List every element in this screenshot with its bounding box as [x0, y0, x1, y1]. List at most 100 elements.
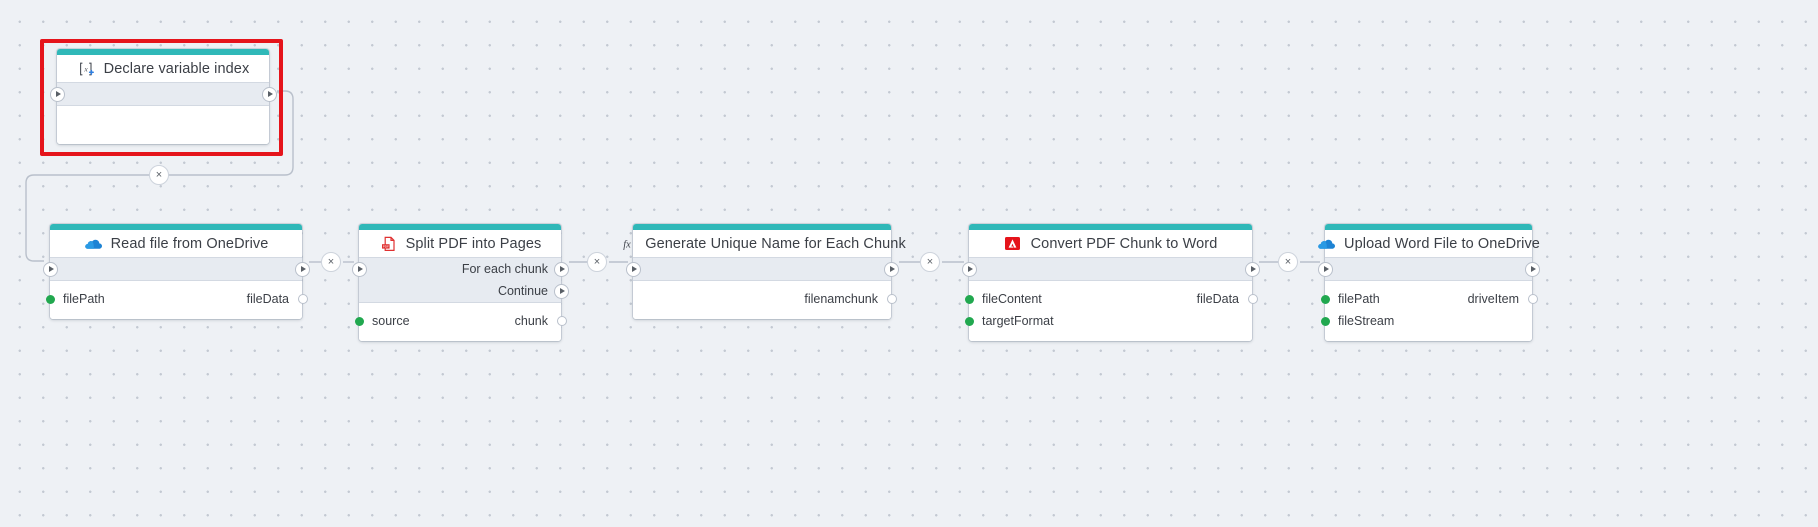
control-row-continue: Continue: [359, 280, 569, 302]
output-port-driveItem[interactable]: [1527, 294, 1538, 304]
flow-in-port[interactable]: [42, 261, 58, 277]
flow-out-port[interactable]: [1244, 261, 1260, 277]
node-header[interactable]: Convert PDF Chunk to Word: [969, 230, 1252, 257]
flow-in-port[interactable]: [625, 261, 641, 277]
svg-text:x: x: [83, 64, 88, 73]
control-row-flow: [49, 83, 277, 105]
node-accent-bar: [1325, 224, 1532, 230]
input-port-fileStream[interactable]: [1320, 316, 1330, 326]
control-band: [625, 257, 899, 281]
node-upload-word-file-to-onedrive[interactable]: Upload Word File to OneDrive filePath dr…: [1317, 224, 1540, 341]
onedrive-cloud-icon: [1317, 235, 1336, 253]
input-port-filePath[interactable]: [45, 294, 55, 304]
node-title: Generate Unique Name for Each Chunk: [645, 235, 906, 252]
data-area: source chunk: [354, 303, 567, 341]
data-area: [57, 106, 269, 144]
output-port-fileData[interactable]: [297, 294, 308, 304]
flow-out-port[interactable]: [1524, 261, 1540, 277]
output-label: fileData: [1196, 292, 1239, 306]
node-convert-pdf-chunk-to-word[interactable]: Convert PDF Chunk to Word fileContent fi…: [961, 224, 1260, 341]
input-port-filePath[interactable]: [1320, 294, 1330, 304]
input-label: filePath: [1338, 292, 1380, 306]
data-row: filePath fileData: [45, 288, 308, 310]
output-port-fileData[interactable]: [1247, 294, 1258, 304]
output-label: chunk: [514, 314, 548, 328]
flow-out-port[interactable]: [261, 86, 277, 102]
output-port-filenamchunk[interactable]: [886, 294, 897, 304]
link-delete-generate-to-convert[interactable]: ×: [920, 252, 940, 272]
node-header[interactable]: Read file from OneDrive: [50, 230, 302, 257]
node-title: Declare variable index: [103, 60, 250, 77]
control-band: For each chunk Continue: [351, 257, 569, 303]
node-accent-bar: [57, 49, 269, 55]
control-band: [42, 257, 310, 281]
node-split-pdf-into-pages[interactable]: PDF Split PDF into Pages For each chunk …: [351, 224, 569, 341]
data-area: filePath fileData: [45, 281, 308, 319]
control-band: [961, 257, 1260, 281]
input-label: fileStream: [1338, 314, 1395, 328]
node-title: Split PDF into Pages: [405, 235, 542, 252]
node-title: Convert PDF Chunk to Word: [1030, 235, 1218, 252]
flow-in-port[interactable]: [351, 261, 367, 277]
flow-in-port[interactable]: [49, 86, 65, 102]
input-port-source[interactable]: [354, 316, 364, 326]
input-label: source: [372, 314, 410, 328]
node-header[interactable]: fx Generate Unique Name for Each Chunk: [623, 230, 906, 257]
node-accent-bar: [50, 224, 302, 230]
data-area: filePath driveItem fileStream: [1320, 281, 1538, 341]
flow-out-port-continue[interactable]: [553, 283, 569, 299]
data-area: filenamchunk: [633, 281, 897, 319]
output-label: driveItem: [1467, 292, 1519, 306]
output-label: filenamchunk: [804, 292, 878, 306]
data-row: targetFormat: [964, 310, 1252, 332]
pdf-file-icon: PDF: [379, 235, 397, 253]
node-declare-variable-index[interactable]: x Declare variable index: [49, 49, 277, 144]
output-port-chunk[interactable]: [556, 316, 567, 326]
node-accent-bar: [633, 224, 891, 230]
node-accent-bar: [969, 224, 1252, 230]
data-row: filePath driveItem: [1320, 288, 1538, 310]
input-label: filePath: [63, 292, 105, 306]
control-row-flow: [42, 258, 310, 280]
flow-in-port[interactable]: [1317, 261, 1333, 277]
control-row-flow: [625, 258, 899, 280]
control-band: [49, 82, 277, 106]
data-row: source chunk: [354, 310, 567, 332]
empty-data-row: [57, 113, 269, 135]
node-title: Read file from OneDrive: [110, 235, 269, 252]
node-header[interactable]: PDF Split PDF into Pages: [359, 230, 561, 257]
input-label: fileContent: [982, 292, 1042, 306]
flow-in-port[interactable]: [961, 261, 977, 277]
link-delete-declare-to-read[interactable]: ×: [149, 165, 169, 185]
node-header[interactable]: Upload Word File to OneDrive: [1318, 230, 1540, 257]
data-row: filenamchunk: [633, 288, 897, 310]
adobe-icon: [1004, 235, 1022, 253]
node-header[interactable]: x Declare variable index: [57, 55, 269, 82]
svg-text:fx: fx: [623, 239, 631, 250]
output-label: fileData: [246, 292, 289, 306]
variable-x-plus-icon: x: [77, 60, 95, 78]
control-label: Continue: [497, 284, 548, 298]
flow-out-port-for-each-chunk[interactable]: [553, 261, 569, 277]
control-row-flow: [1317, 258, 1540, 280]
node-read-file-from-onedrive[interactable]: Read file from OneDrive filePath fileDat…: [42, 224, 310, 319]
control-row-flow: [961, 258, 1260, 280]
input-label: targetFormat: [982, 314, 1054, 328]
onedrive-cloud-icon: [84, 235, 102, 253]
fx-function-icon: fx: [618, 235, 636, 253]
control-band: [1317, 257, 1540, 281]
node-generate-unique-name-for-each-chunk[interactable]: fx Generate Unique Name for Each Chunk f…: [623, 224, 906, 319]
data-area: fileContent fileData targetFormat: [964, 281, 1258, 341]
control-row-for-each-chunk: For each chunk: [351, 258, 569, 280]
link-delete-convert-to-upload[interactable]: ×: [1278, 252, 1298, 272]
flow-out-port[interactable]: [883, 261, 899, 277]
input-port-targetFormat[interactable]: [964, 316, 974, 326]
data-row: fileStream: [1320, 310, 1532, 332]
link-delete-read-to-split[interactable]: ×: [321, 252, 341, 272]
flow-out-port[interactable]: [294, 261, 310, 277]
node-title: Upload Word File to OneDrive: [1344, 235, 1540, 252]
link-delete-split-to-generate[interactable]: ×: [587, 252, 607, 272]
input-port-fileContent[interactable]: [964, 294, 974, 304]
control-label: For each chunk: [461, 262, 548, 276]
